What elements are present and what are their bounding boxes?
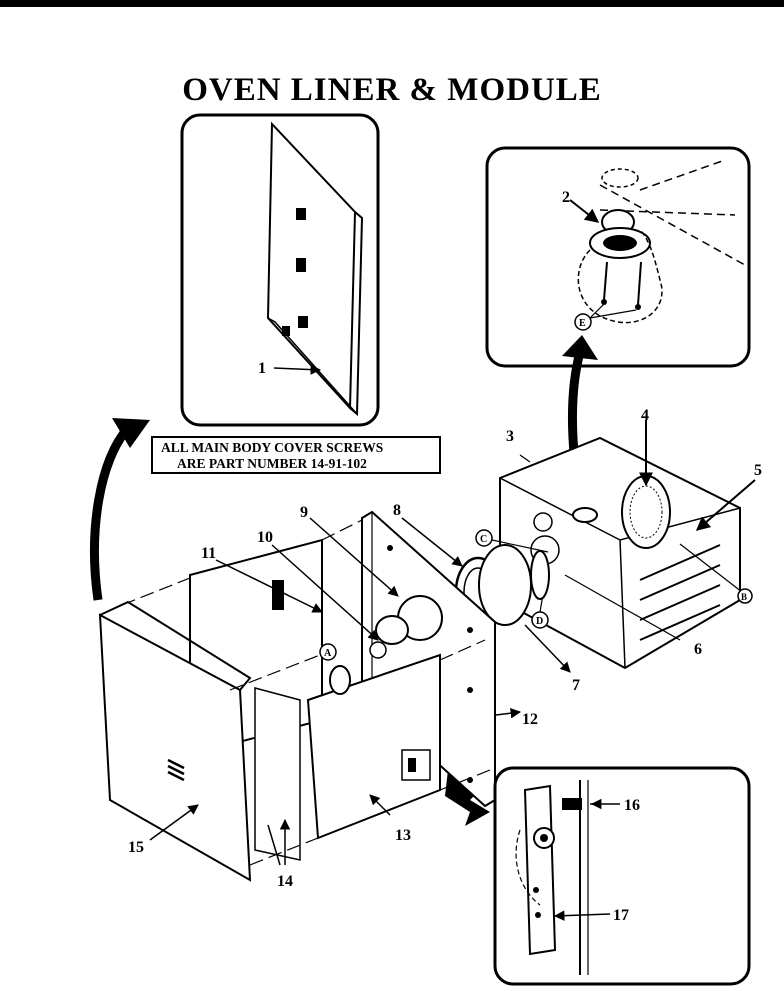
callout-12: 12 bbox=[522, 711, 538, 728]
callout-17: 17 bbox=[613, 907, 629, 924]
callout-8: 8 bbox=[393, 502, 401, 519]
screw-note-line-1: ALL MAIN BODY COVER SCREWS bbox=[161, 440, 384, 455]
callout-10: 10 bbox=[257, 529, 273, 546]
inset-lamp-socket: E 2 bbox=[485, 146, 751, 368]
oven-module: 3 4 5 B 6 C D bbox=[475, 407, 762, 670]
callout-14: 14 bbox=[277, 873, 293, 890]
callout-9: 9 bbox=[300, 504, 308, 521]
oven-housing: 12 13 15 14 bbox=[98, 504, 538, 890]
callout-11: 11 bbox=[201, 545, 216, 562]
page-title: OVEN LINER & MODULE bbox=[182, 72, 602, 108]
marker-b-right: B bbox=[741, 592, 747, 602]
callout-2: 2 bbox=[562, 189, 570, 206]
marker-a: A bbox=[324, 648, 332, 659]
top-border bbox=[0, 0, 784, 7]
callout-13: 13 bbox=[395, 827, 411, 844]
callout-7: 7 bbox=[572, 677, 580, 694]
inset-liner-panel: 1 bbox=[180, 113, 380, 427]
callout-3: 3 bbox=[506, 428, 514, 445]
callout-4: 4 bbox=[641, 407, 649, 424]
inset-bracket-detail: 16 17 bbox=[493, 766, 751, 986]
marker-e: E bbox=[579, 318, 586, 329]
marker-c: C bbox=[480, 534, 487, 545]
callout-1: 1 bbox=[258, 360, 266, 377]
callout-6: 6 bbox=[694, 641, 702, 658]
callout-5: 5 bbox=[754, 462, 762, 479]
callout-16: 16 bbox=[624, 797, 640, 814]
screw-note-line-2: ARE PART NUMBER 14-91-102 bbox=[177, 456, 367, 471]
screw-note: ALL MAIN BODY COVER SCREWS ARE PART NUMB… bbox=[151, 436, 441, 474]
marker-d: D bbox=[536, 616, 543, 627]
callout-15: 15 bbox=[128, 839, 144, 856]
